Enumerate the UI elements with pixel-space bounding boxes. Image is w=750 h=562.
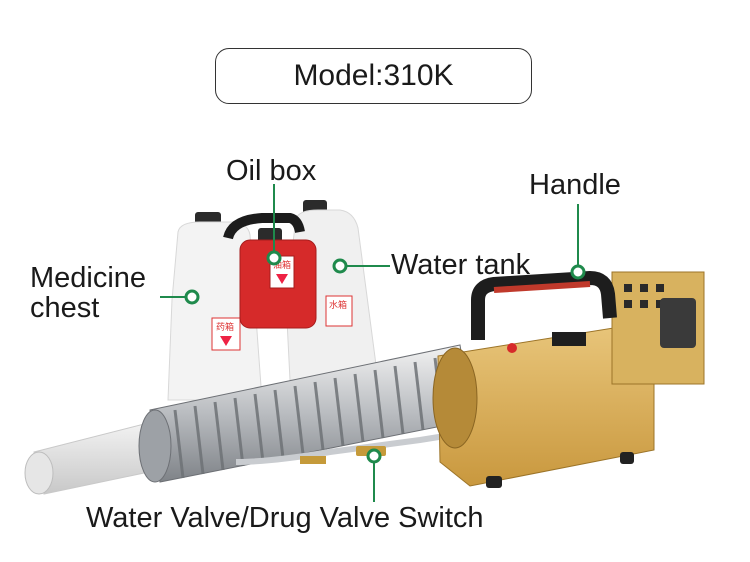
- callout-valve-switch: [366, 448, 382, 502]
- handle: [471, 271, 617, 340]
- oil-box: 油箱: [223, 213, 317, 329]
- label-medicine-chest-line2: chest: [30, 292, 100, 324]
- callout-handle: [570, 204, 586, 280]
- label-medicine-chest-line1: Medicine: [30, 262, 147, 294]
- callout-water-tank: [332, 258, 390, 274]
- label-valve-switch: Water Valve/Drug Valve Switch: [86, 502, 484, 534]
- label-oil-box: Oil box: [226, 155, 317, 187]
- model-label-box: Model:310K: [215, 48, 532, 104]
- callout-oil-box: [266, 184, 282, 266]
- label-handle: Handle: [529, 169, 621, 201]
- engine-body: [432, 271, 705, 488]
- callout-medicine-chest: [160, 289, 200, 305]
- steel-barrel: [138, 344, 473, 483]
- model-label: Model:310K: [293, 59, 454, 92]
- medicine-tank-text: 药箱: [216, 321, 234, 333]
- water-tank-text: 水箱: [329, 299, 347, 311]
- label-water-tank: Water tank: [391, 249, 531, 281]
- medicine-chest: 药箱: [167, 212, 263, 401]
